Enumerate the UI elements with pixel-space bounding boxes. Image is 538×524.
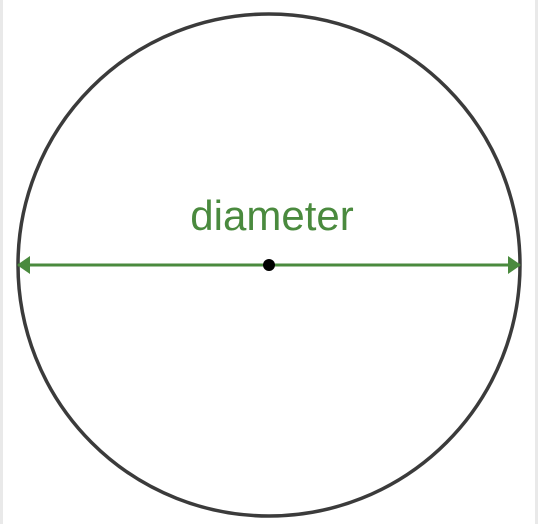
right-arrowhead (508, 256, 521, 274)
diameter-label: diameter (190, 192, 353, 239)
left-arrowhead (17, 256, 30, 274)
center-point (263, 259, 275, 271)
